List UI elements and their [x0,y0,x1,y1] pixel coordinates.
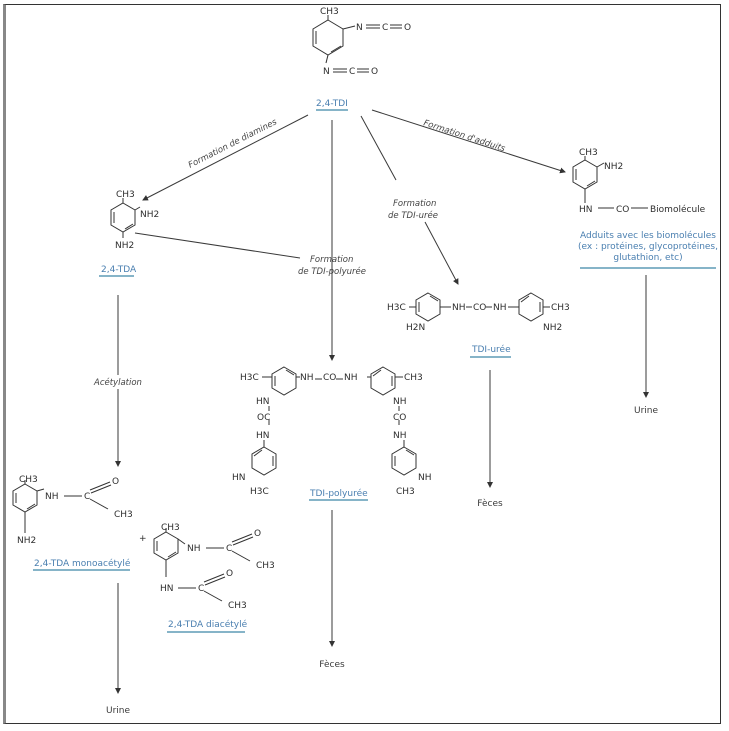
di-o2: O [226,569,233,579]
mono-nh2: NH2 [17,536,36,546]
di-nh: NH [187,544,201,554]
adduct-co: CO [616,205,629,215]
polyuree-hn-left-3: HN [232,473,246,483]
mono-o: O [112,477,119,487]
tda-nh2-a: NH2 [140,210,159,220]
uree-ch3: CH3 [551,303,570,313]
uree-nh-1: NH [452,303,466,313]
di-hn: HN [160,584,174,594]
benzene-ring-bottom-right [391,446,417,476]
polyuree-hn-left-2: HN [256,431,270,441]
edge-label-diamines: Formation de diamines [187,117,279,171]
tdi-o2: O [371,67,378,77]
benzene-ring-top-left [271,366,297,396]
di-ch3: CH3 [161,523,180,533]
tda-di-molecule: CH3 NH C O CH3 HN C O CH3 [153,523,275,611]
polyuree-ch3: CH3 [404,373,423,383]
adduct-hn: HN [579,205,593,215]
mono-c: C [84,492,90,502]
outcome-urine-adduct: Urine [634,406,658,416]
outcome-feces-polyuree: Fèces [319,659,345,670]
mono-nh: NH [45,492,59,502]
polyuree-co-right: CO [393,413,406,423]
polyuree-nh-2: NH [344,373,358,383]
tdi-polyuree-label: TDI-polyurée [309,488,368,499]
adduct-label-1: Adduits avec les biomolécules [580,230,716,241]
tda-label: 2,4-TDA [101,265,137,275]
adduct-molecule: CH3 NH2 HN CO Biomolécule [572,148,706,215]
diagram-frame [3,4,721,724]
uree-nh-2: NH [493,303,507,313]
polyuree-h3c: H3C [240,373,259,383]
polyuree-nh-right-2: NH [393,431,407,441]
benzene-ring [312,19,344,56]
tdi-o1: O [404,23,411,33]
polyuree-nh-right-3: NH [418,473,432,483]
polyuree-oc-left: OC [257,413,270,423]
polyuree-hn-left-1: HN [256,397,270,407]
adduct-biomolecule: Biomolécule [650,204,706,215]
benzene-ring-bottom-left [251,446,277,476]
edge-label-acetylation: Acétylation [93,377,142,388]
di-c2: C [198,584,204,594]
edge-label-adduits: Formation d'adduits [422,118,507,154]
adduct-label-3: glutathion, etc) [613,253,682,263]
uree-h3c: H3C [387,303,406,313]
adduct-ch3: CH3 [579,148,598,158]
tda-nh2-b: NH2 [115,241,134,251]
edge-uree-a [360,115,397,181]
mono-ch3: CH3 [19,475,38,485]
polyuree-h3c-left: H3C [250,487,269,497]
polyuree-nh-1: NH [300,373,314,383]
plus-sign: + [139,534,147,544]
tdi-label: 2,4-TDI [316,99,348,109]
polyuree-nh-right-1: NH [393,397,407,407]
polyuree-co: CO [323,373,336,383]
tdi-c1: C [382,23,388,33]
di-ch3-b: CH3 [228,601,247,611]
edge-label-uree-2: de TDI-urée [388,210,438,221]
tda-di-label: 2,4-TDA diacétylé [168,619,248,630]
tdi-polyuree-molecule: H3C NH CO NH CH3 HN OC HN HN H3C NH CO N… [232,366,432,497]
edge-label-polyuree-2: de TDI-polyurée [298,266,366,277]
benzene-ring [12,483,38,513]
tda-mono-label: 2,4-TDA monoacétylé [34,558,131,569]
benzene-ring [110,202,136,233]
tdi-uree-label: TDI-urée [471,344,511,355]
di-o1: O [254,529,261,539]
adduct-nh2: NH2 [604,162,623,172]
uree-h2n: H2N [406,323,425,333]
tdi-c2: C [349,67,355,77]
di-ch3-a: CH3 [256,561,275,571]
adduct-label-2: (ex : protéines, glycoprotéines, [578,241,718,252]
tda-mono-molecule: CH3 NH C O CH3 NH2 [12,475,133,546]
edge-label-polyuree-1: Formation [310,255,353,265]
benzene-ring-right [518,292,544,322]
tdi-molecule: CH3 N C O N C O [312,7,411,77]
uree-co: CO [473,303,486,313]
benzene-ring-top-right [370,366,396,396]
tda-molecule: CH3 NH2 NH2 [110,190,159,251]
tdi-n1: N [356,23,363,33]
edge-diamines [142,114,309,201]
uree-nh2: NH2 [543,323,562,333]
tdi-n2: N [323,67,330,77]
outcome-feces-uree: Fèces [477,498,503,509]
polyuree-ch3-right: CH3 [396,487,415,497]
edge-tda-polyuree [134,232,301,259]
benzene-ring [572,159,598,190]
edge-label-uree-1: Formation [393,199,436,209]
mono-ch3-b: CH3 [114,510,133,520]
tdi-ch3: CH3 [320,7,339,17]
benzene-ring-left [415,292,441,322]
tda-ch3: CH3 [116,190,135,200]
outcome-urine-tda: Urine [106,706,130,716]
edge-uree-b [424,221,459,285]
di-c1: C [226,544,232,554]
edge-adduits [371,109,566,174]
tdi-uree-molecule: H3C H2N NH CO NH CH3 NH2 [387,292,570,333]
benzene-ring [153,531,179,561]
